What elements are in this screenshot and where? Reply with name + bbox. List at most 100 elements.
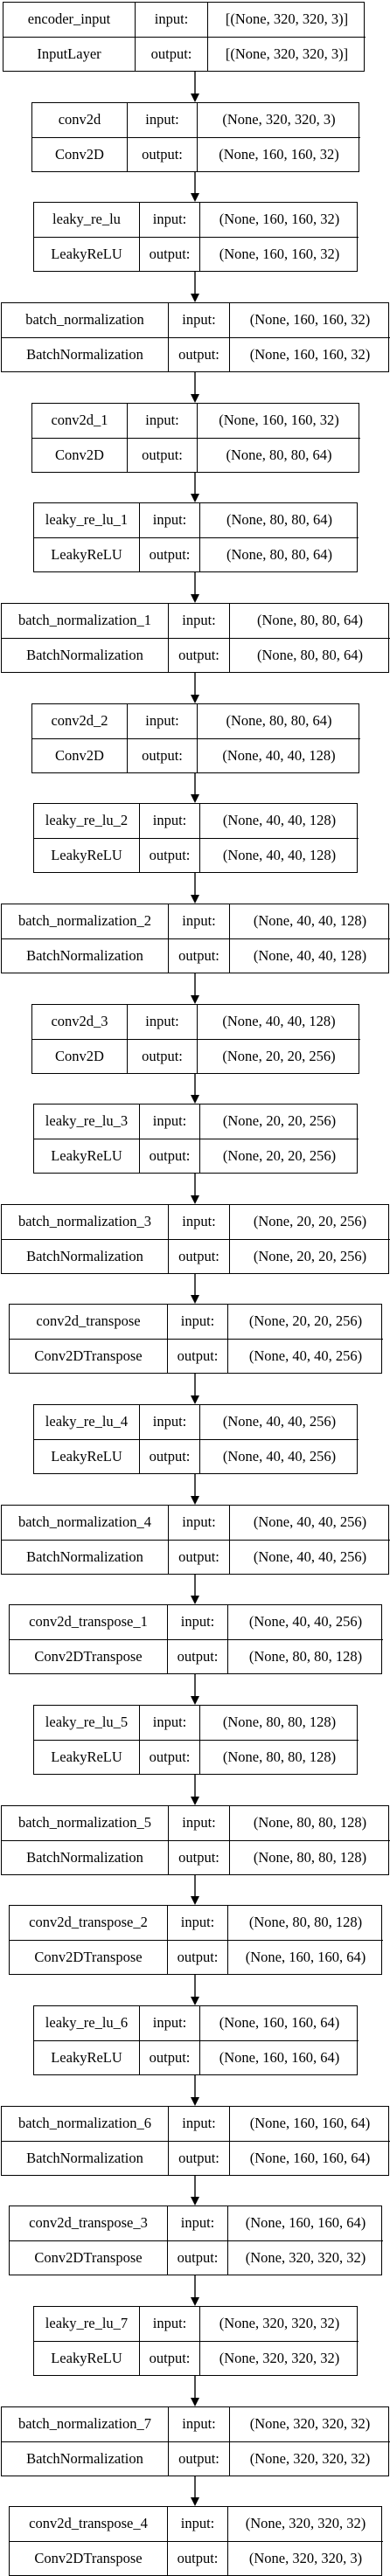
input-label: input: [168, 1205, 229, 1239]
layer-type: Conv2D [32, 137, 127, 171]
layer-type: BatchNormalization [2, 2441, 168, 2476]
input-shape: (None, 40, 40, 256) [229, 1506, 390, 1540]
output-shape: (None, 20, 20, 256) [197, 1039, 360, 1073]
output-shape: (None, 40, 40, 256) [229, 1540, 390, 1574]
layer-name: conv2d_transpose_3 [29, 2214, 148, 2232]
layer-type: InputLayer [3, 37, 135, 71]
flow-arrow [191, 1975, 199, 2005]
input-shape: (None, 160, 160, 64) [199, 2006, 359, 2040]
input-shape: (None, 40, 40, 128) [199, 804, 359, 838]
output-shape: (None, 320, 320, 32) [227, 2240, 383, 2275]
input-label: input: [168, 2407, 229, 2441]
output-label: output: [139, 1139, 199, 1173]
output-label: output: [168, 337, 229, 371]
input-label: input: [168, 1806, 229, 1840]
flow-arrow [191, 172, 199, 202]
input-shape: (None, 40, 40, 256) [227, 1605, 383, 1639]
layer-name: leaky_re_lu [52, 211, 121, 228]
input-shape: (None, 320, 320, 32) [229, 2407, 390, 2441]
output-label: output: [127, 738, 197, 772]
input-shape: (None, 80, 80, 64) [229, 604, 390, 638]
output-label: output: [167, 1940, 227, 1974]
layer-type: Conv2DTranspose [10, 2240, 167, 2275]
output-shape: (None, 160, 160, 64) [199, 2040, 359, 2074]
output-shape: (None, 160, 160, 32) [229, 337, 390, 371]
layer-name: batch_normalization [25, 311, 144, 329]
input-label: input: [139, 503, 199, 537]
layer-name: conv2d_transpose_1 [29, 1613, 148, 1631]
layer-type: BatchNormalization [2, 1239, 168, 1273]
flow-arrow [191, 72, 199, 102]
output-label: output: [139, 1740, 199, 1774]
output-shape: (None, 20, 20, 256) [199, 1139, 359, 1173]
output-shape: (None, 80, 80, 64) [197, 438, 360, 472]
layer-type: LeakyReLU [34, 2040, 139, 2074]
layer-name: leaky_re_lu_1 [45, 511, 129, 529]
input-label: input: [168, 904, 229, 938]
input-shape: [(None, 320, 320, 3)] [207, 3, 366, 37]
layer-name: leaky_re_lu_3 [45, 1112, 129, 1130]
output-shape: (None, 20, 20, 256) [229, 1239, 390, 1273]
input-shape: (None, 320, 320, 3) [197, 103, 360, 137]
output-label: output: [139, 537, 199, 571]
output-label: output: [167, 2240, 227, 2275]
layer-type: BatchNormalization [2, 2141, 168, 2175]
output-shape: (None, 80, 80, 128) [199, 1740, 359, 1774]
flow-arrow [191, 372, 199, 403]
input-shape: (None, 160, 160, 64) [227, 2206, 383, 2240]
input-label: input: [139, 1104, 199, 1139]
layer-name: conv2d_transpose_4 [29, 2515, 148, 2532]
output-label: output: [139, 2341, 199, 2375]
input-shape: (None, 80, 80, 128) [229, 1806, 390, 1840]
flow-arrow [191, 272, 199, 302]
input-label: input: [167, 1305, 227, 1339]
input-shape: (None, 320, 320, 32) [227, 2507, 383, 2541]
input-label: input: [127, 1005, 197, 1039]
input-shape: (None, 160, 160, 32) [197, 404, 360, 438]
input-shape: (None, 20, 20, 256) [229, 1205, 390, 1239]
layer-name: conv2d_2 [51, 712, 108, 730]
output-shape: (None, 160, 160, 64) [229, 2141, 390, 2175]
layer-name: conv2d_3 [51, 1013, 108, 1030]
layer-name: batch_normalization_2 [17, 912, 152, 930]
output-label: output: [135, 37, 207, 71]
layer-name: leaky_re_lu_4 [45, 1413, 129, 1430]
layer-type: LeakyReLU [34, 1740, 139, 1774]
flow-arrow [191, 873, 199, 904]
output-shape: (None, 40, 40, 256) [199, 1439, 359, 1473]
flow-arrow [191, 2476, 199, 2506]
input-shape: (None, 40, 40, 128) [197, 1005, 360, 1039]
output-label: output: [168, 938, 229, 973]
input-shape: (None, 320, 320, 32) [199, 2307, 359, 2341]
input-label: input: [135, 3, 207, 37]
flow-arrow [191, 1674, 199, 1705]
layer-type: LeakyReLU [34, 537, 139, 571]
output-shape: (None, 320, 320, 32) [199, 2341, 359, 2375]
output-shape: (None, 40, 40, 256) [227, 1339, 383, 1373]
layer-name: batch_normalization_4 [17, 1513, 152, 1531]
layer-type: LeakyReLU [34, 838, 139, 872]
flow-arrow [191, 1575, 199, 1604]
layer-type: Conv2D [32, 438, 127, 472]
output-label: output: [167, 1639, 227, 1673]
output-shape: (None, 40, 40, 128) [197, 738, 360, 772]
input-label: input: [139, 1706, 199, 1740]
flow-arrow [191, 2176, 199, 2206]
flow-arrow [191, 2075, 199, 2106]
output-label: output: [168, 1239, 229, 1273]
output-shape: (None, 160, 160, 64) [227, 1940, 383, 1974]
